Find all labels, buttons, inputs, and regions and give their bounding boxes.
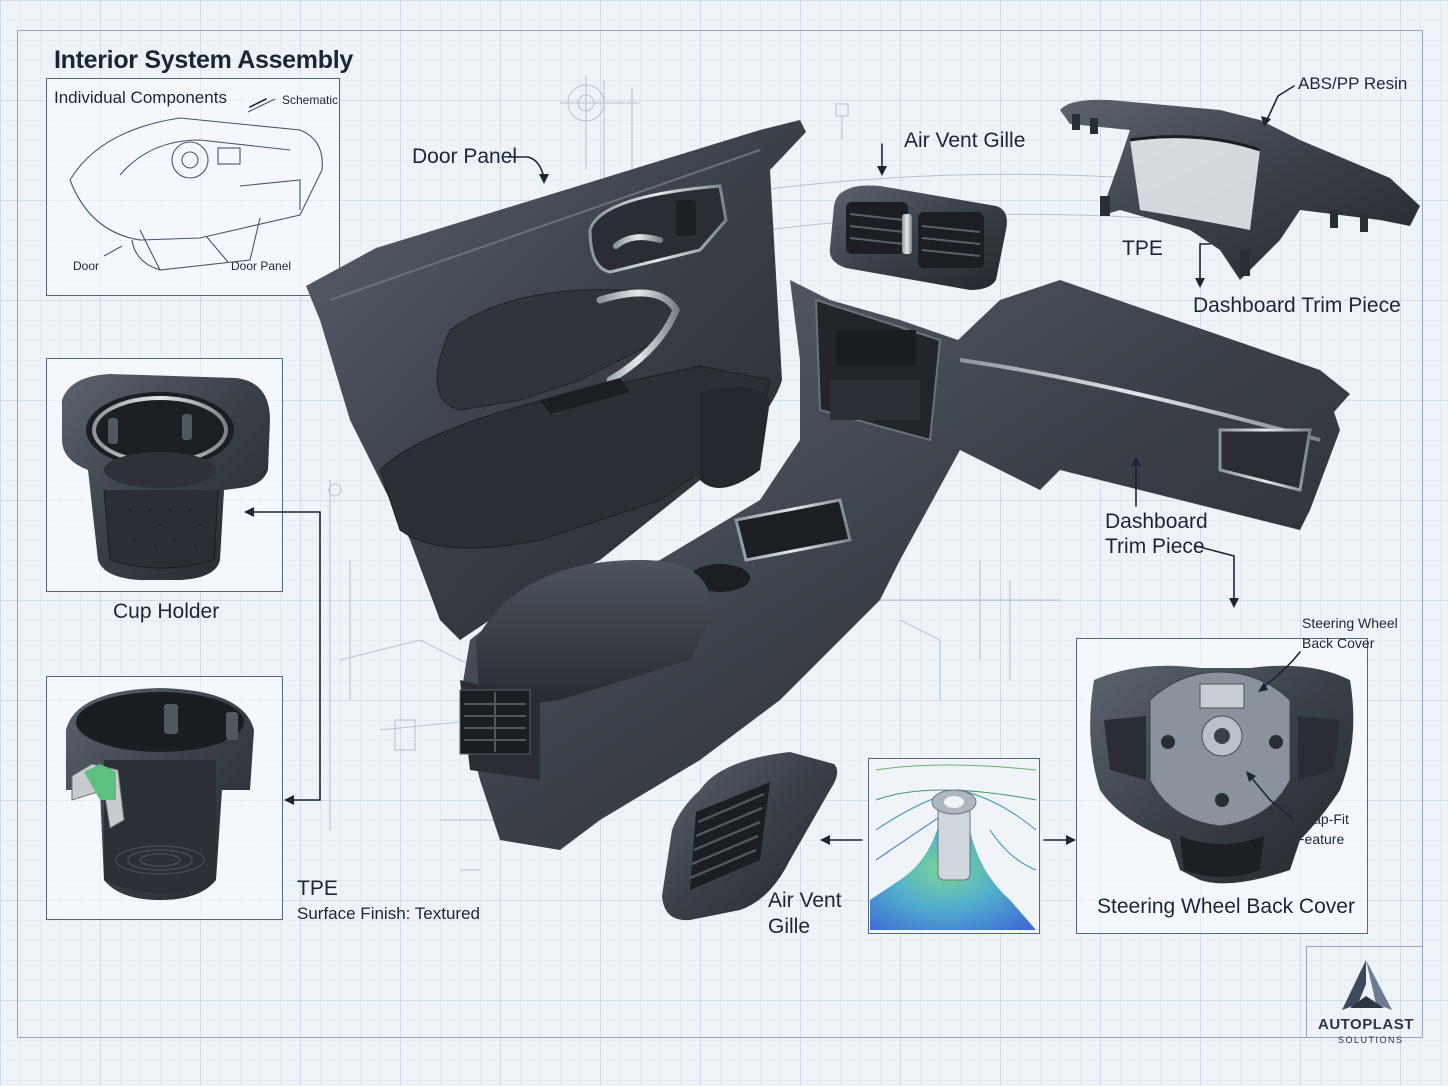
cup-holder-illustration <box>62 374 270 580</box>
air-vent-top-illustration <box>829 185 1007 290</box>
door-panel-illustration <box>306 120 806 640</box>
logo-sub: SOLUTIONS <box>1338 1035 1404 1045</box>
air-vent-bottom-illustration <box>662 752 838 921</box>
steering-cover-label-top-2: Back Cover <box>1302 635 1375 651</box>
inset-schematic-label: Schematic <box>282 93 339 107</box>
steering-cover-label-top-1: Steering Wheel <box>1302 615 1398 631</box>
air-vent-bottom-label-1: Air Vent <box>768 889 842 912</box>
inset-door-label: Door <box>73 259 100 273</box>
logo-name: AUTOPLAST <box>1318 1016 1414 1033</box>
tpe-top-label: TPE <box>1122 237 1163 260</box>
flow-analysis-illustration <box>870 760 1037 931</box>
inset-schematic-drawing <box>69 98 323 271</box>
door-panel-label: Door Panel <box>412 145 518 168</box>
air-vent-bottom-label-2: Gille <box>768 915 811 938</box>
steering-cover-label-bottom: Steering Wheel Back Cover <box>1097 895 1355 918</box>
page-title: Interior System Assembly <box>54 46 353 74</box>
arrow-heads <box>244 116 1271 845</box>
snap-fit-label-2: Feature <box>1296 831 1345 847</box>
center-console-illustration <box>459 280 1350 850</box>
tpe-bottom-label: TPE <box>297 877 338 900</box>
dashboard-trim-top-label: Dashboard Trim Piece <box>1193 294 1401 317</box>
inset-heading: Individual Components <box>54 88 227 107</box>
dashboard-trim-mid-label-1: Dashboard <box>1105 510 1208 533</box>
logo-box <box>1306 946 1423 1037</box>
abs-pp-label: ABS/PP Resin <box>1298 74 1408 93</box>
cup-holder-section-illustration <box>66 688 254 900</box>
outer-frame <box>17 30 1423 1038</box>
schematic-inset <box>46 78 340 296</box>
air-vent-top-label: Air Vent Gille <box>904 129 1026 152</box>
surface-finish-label: Surface Finish: Textured <box>297 904 480 923</box>
dashboard-trim-top-illustration <box>1060 99 1420 280</box>
steering-cover-illustration <box>1090 665 1354 884</box>
cup-holder-label: Cup Holder <box>113 600 220 623</box>
logo-mark-icon <box>1342 960 1392 1010</box>
dashboard-trim-mid-label-2: Trim Piece <box>1105 535 1205 558</box>
inset-door-panel-label: Door Panel <box>231 259 292 273</box>
